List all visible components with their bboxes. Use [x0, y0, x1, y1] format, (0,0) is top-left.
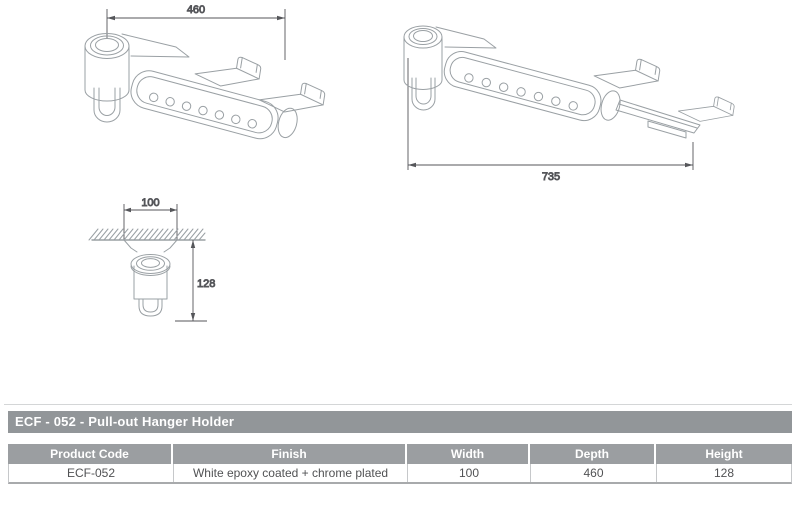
- mounting-flange: [123, 239, 178, 253]
- mounting-post: [84, 33, 130, 102]
- dimension-width: 100: [123, 197, 178, 240]
- hanging-hook: [93, 87, 121, 123]
- post-cap: [435, 26, 497, 49]
- hanging-hook: [138, 298, 163, 317]
- cell-depth: 460: [531, 464, 657, 482]
- drawing-hanger-extended-view: 735: [403, 25, 735, 183]
- cell-width: 100: [408, 464, 531, 482]
- column-header-width: Width: [407, 444, 530, 464]
- arrow-left-icon: [408, 162, 416, 168]
- hanging-hook: [411, 77, 436, 111]
- hanger-front-sketch: [123, 239, 178, 317]
- dimension-depth-closed: 460: [106, 4, 286, 60]
- ceiling-hatch: [88, 228, 206, 241]
- column-header-height: Height: [656, 444, 792, 464]
- product-title-bar: ECF - 052 - Pull-out Hanger Holder: [8, 411, 792, 433]
- mounting-clip-front: [593, 58, 661, 89]
- product-title: ECF - 052 - Pull-out Hanger Holder: [15, 414, 235, 429]
- column-header-product-code: Product Code: [8, 444, 173, 464]
- cell-finish: White epoxy coated + chrome plated: [174, 464, 408, 482]
- dimension-height: 128: [175, 240, 216, 322]
- arrow-left-icon: [124, 207, 131, 213]
- hanger-sketch-extended: [403, 25, 735, 139]
- post-cap: [121, 33, 190, 58]
- post-body: [133, 265, 168, 300]
- mounting-post: [403, 25, 443, 90]
- dimension-label-extended-length: 735: [542, 171, 560, 183]
- cell-product-code: ECF-052: [9, 464, 174, 482]
- pull-out-slide-bar: [615, 99, 701, 139]
- mounting-clip-rear: [258, 82, 326, 113]
- column-header-depth: Depth: [530, 444, 656, 464]
- arrow-up-icon: [190, 240, 196, 248]
- hanger-sketch-closed: [84, 33, 326, 140]
- dimension-extended-length: 735: [407, 58, 694, 183]
- spec-table-row: ECF-052 White epoxy coated + chrome plat…: [8, 464, 792, 484]
- column-header-finish: Finish: [173, 444, 407, 464]
- arrow-right-icon: [277, 15, 285, 21]
- drawing-front-view: 100 128: [88, 197, 216, 322]
- arrow-right-icon: [170, 207, 177, 213]
- hanger-rail: [443, 51, 621, 122]
- spec-table-header-row: Product Code Finish Width Depth Height: [8, 444, 792, 464]
- hanger-rail: [130, 70, 298, 140]
- arrow-left-icon: [107, 15, 115, 21]
- cell-height: 128: [713, 466, 735, 480]
- dimension-label-height: 128: [197, 278, 215, 290]
- arrow-right-icon: [685, 162, 693, 168]
- collar-ring: [130, 254, 171, 276]
- divider-rule: [4, 404, 792, 405]
- mounting-clip-front: [194, 56, 262, 87]
- mounting-clip-rear: [677, 96, 735, 122]
- dimension-label-depth-closed: 460: [187, 4, 205, 16]
- arrow-down-icon: [190, 313, 196, 321]
- drawing-hanger-closed-view: 460: [84, 4, 326, 140]
- dimension-label-width: 100: [141, 197, 159, 209]
